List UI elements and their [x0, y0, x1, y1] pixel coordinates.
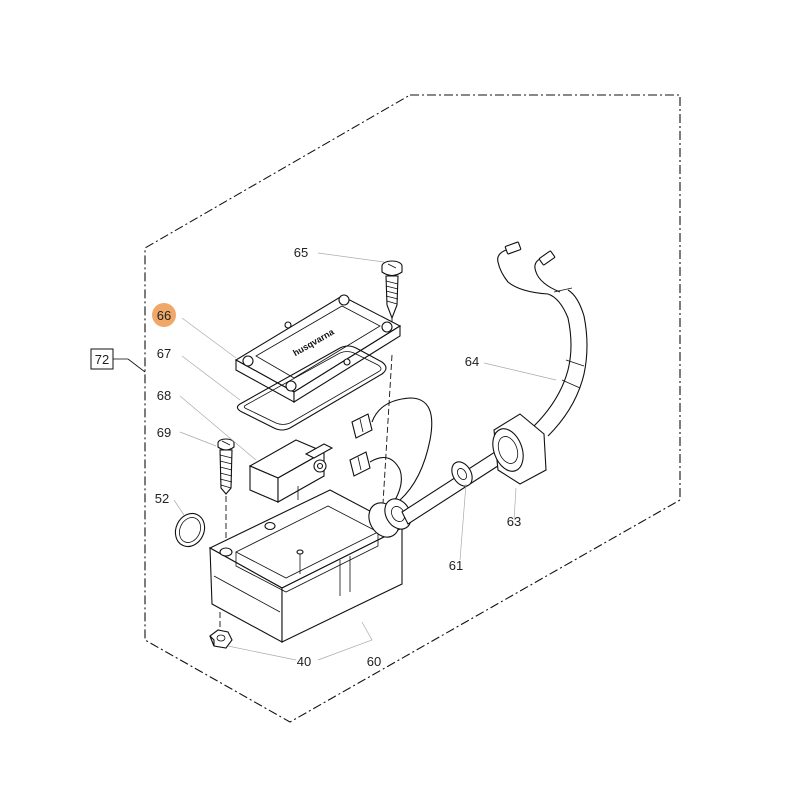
- callout-72-label: 72: [95, 352, 109, 367]
- cable-64[interactable]: [497, 241, 588, 437]
- label-69[interactable]: 69: [157, 425, 171, 440]
- o-ring-52[interactable]: [170, 509, 210, 552]
- switch-68[interactable]: [248, 439, 334, 503]
- terminal-lower: [349, 451, 371, 477]
- screw-69[interactable]: [217, 438, 235, 495]
- label-60[interactable]: 60: [367, 654, 381, 669]
- label-64[interactable]: 64: [465, 354, 479, 369]
- cover-66[interactable]: husqvarna: [234, 294, 402, 403]
- callout-72[interactable]: 72: [90, 348, 146, 373]
- leader-lines: [173, 252, 557, 661]
- rod-61[interactable]: [401, 449, 505, 525]
- selected-part-highlight: [152, 303, 176, 327]
- assembly-boundary: [144, 94, 681, 723]
- label-67[interactable]: 67: [157, 346, 171, 361]
- label-61[interactable]: 61: [449, 558, 463, 573]
- housing-60[interactable]: [208, 489, 404, 643]
- gasket-67[interactable]: [236, 345, 387, 431]
- nut-63[interactable]: [487, 413, 547, 485]
- label-40[interactable]: 40: [297, 654, 311, 669]
- screw-65[interactable]: [381, 260, 403, 320]
- label-68[interactable]: 68: [157, 388, 171, 403]
- label-63[interactable]: 63: [507, 514, 521, 529]
- label-52[interactable]: 52: [155, 491, 169, 506]
- terminal-upper: [351, 413, 373, 439]
- nut-40[interactable]: [209, 629, 233, 649]
- cable-gland: [368, 498, 412, 538]
- label-65[interactable]: 65: [294, 245, 308, 260]
- label-66[interactable]: 66: [157, 308, 171, 323]
